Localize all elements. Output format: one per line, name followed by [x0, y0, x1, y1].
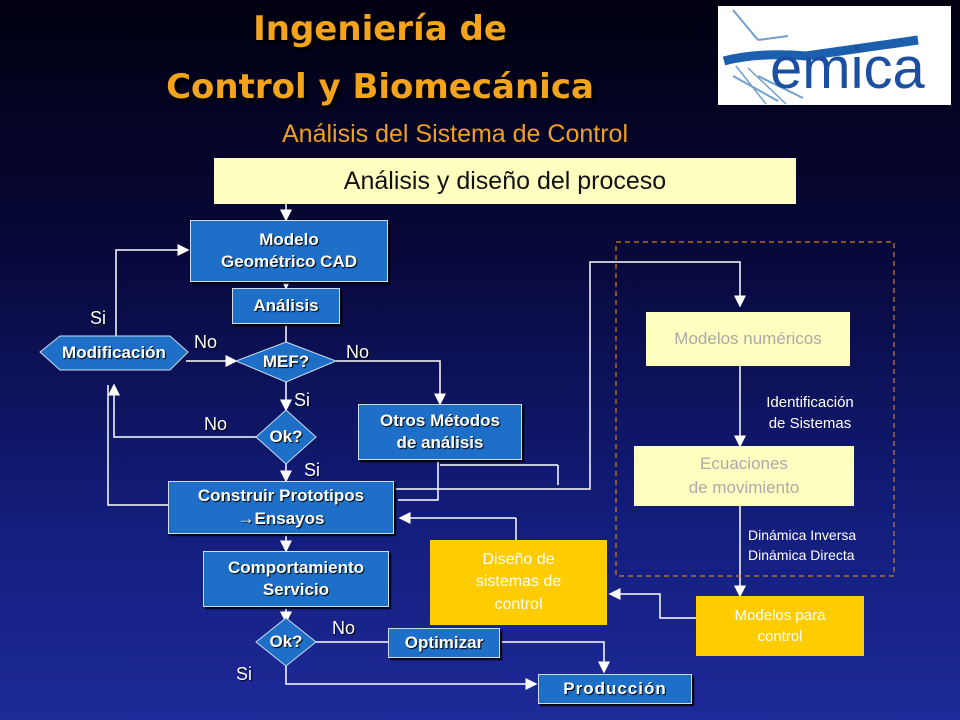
construir-line2: Ensayos [254, 508, 325, 528]
optimizar-box: Optimizar [388, 628, 500, 658]
identificacion-line1: Identificación [766, 394, 854, 411]
label-no-ok2: No [332, 618, 356, 638]
diseno-line1: Diseño de [482, 550, 555, 568]
diseno-line3: control [494, 595, 543, 613]
title-line-2: Control y Biomecánica [166, 67, 594, 107]
label-si-ok1: Si [304, 460, 321, 480]
produccion-box: Producción [538, 674, 692, 704]
modelos-numericos-box: Modelos numéricos [646, 312, 850, 366]
ecuaciones-box: Ecuaciones de movimiento [634, 446, 854, 506]
diseno-line2: sistemas de [475, 573, 562, 591]
dinamica-labels: Dinámica Inversa Dinámica Directa [748, 526, 898, 565]
otros-metodos-box: Otros Métodos de análisis [358, 404, 522, 460]
ok1-decision: Ok? [269, 427, 303, 446]
logo-text: emica [770, 36, 925, 101]
modelos-control-box: Modelos para control [696, 596, 864, 656]
identificacion-label: Identificación de Sistemas [742, 392, 878, 434]
label-no-ok1: No [204, 414, 228, 434]
comportamiento-line2: Servicio [262, 580, 330, 599]
title-line-1: Ingeniería de [253, 9, 507, 49]
label-no-modificacion: No [194, 332, 218, 352]
emica-logo: emica [718, 6, 951, 105]
label-si-modificacion: Si [90, 308, 107, 328]
identificacion-line2: de Sistemas [768, 415, 852, 432]
process-box: Análisis y diseño del proceso [214, 158, 796, 204]
comportamiento-line1: Comportamiento [228, 557, 364, 577]
construir-line2-wrap: →Ensayos [238, 508, 325, 530]
otros-line2: de análisis [396, 433, 484, 452]
arrow-right-icon: → [237, 508, 255, 528]
label-no-mef: No [346, 342, 370, 362]
modelo-line2: Geométrico CAD [220, 252, 358, 271]
modelos-control-line1: Modelos para [734, 607, 826, 624]
analisis-box: Análisis [232, 288, 340, 324]
construir-prototipos-box: Construir Prototipos →Ensayos [168, 481, 394, 534]
otros-line1: Otros Métodos [380, 410, 500, 430]
modelo-line1: Modelo [259, 229, 319, 249]
subtitle: Análisis del Sistema de Control [282, 120, 628, 148]
label-si-mef: Si [294, 390, 311, 410]
label-si-ok2: Si [236, 664, 253, 684]
ecuaciones-line2: de movimiento [688, 478, 800, 497]
dinamica-inversa: Dinámica Inversa [748, 527, 857, 543]
ecuaciones-line1: Ecuaciones [700, 454, 788, 474]
modelos-control-line2: control [757, 628, 803, 645]
ok2-decision: Ok? [269, 632, 303, 651]
modelo-cad-box: Modelo Geométrico CAD [190, 220, 388, 282]
modificacion-node: Modificación [62, 343, 166, 362]
diseno-control-box: Diseño de sistemas de control [430, 540, 607, 625]
mef-decision: MEF? [262, 352, 310, 371]
construir-line1: Construir Prototipos [197, 486, 365, 506]
comportamiento-box: Comportamiento Servicio [203, 551, 389, 607]
dinamica-directa: Dinámica Directa [748, 546, 855, 563]
